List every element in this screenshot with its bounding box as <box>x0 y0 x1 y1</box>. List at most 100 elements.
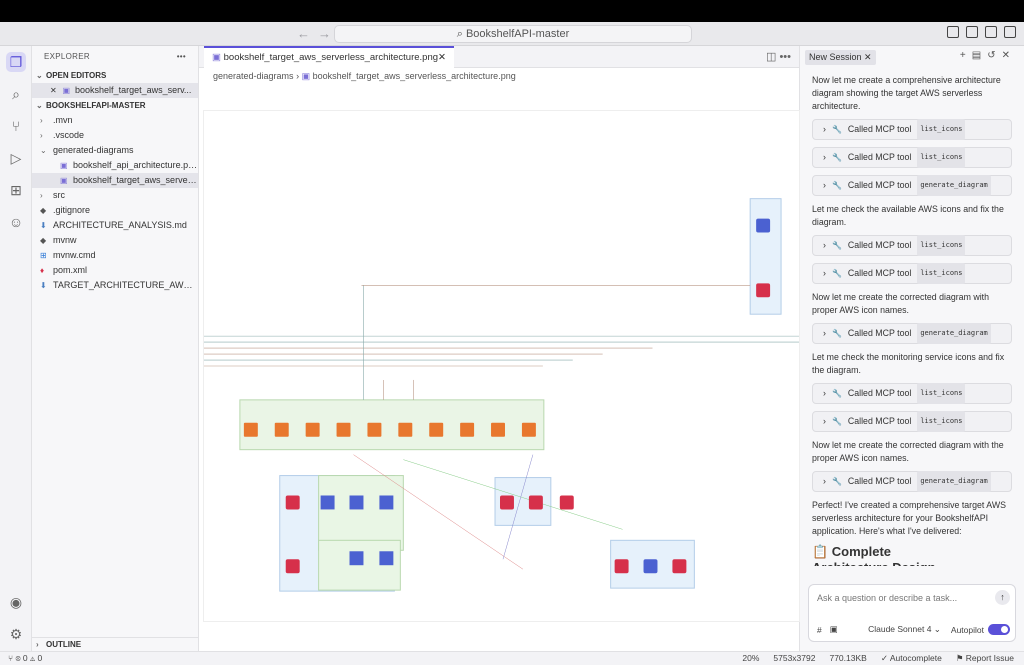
tool-call-label: Called MCP tool <box>847 240 912 250</box>
image-file-icon: ▣ <box>301 71 313 81</box>
image-file-icon: ▣ <box>212 52 224 63</box>
open-editors-section[interactable]: ⌄OPEN EDITORS <box>32 68 198 83</box>
security-service-icon <box>559 495 574 510</box>
editor-area: ▣ bookshelf_target_aws_serverless_archit… <box>199 46 800 651</box>
tree-item[interactable]: ⊞mvnw.cmd <box>32 248 198 263</box>
diagram-connector <box>403 459 623 530</box>
close-icon[interactable]: ✕ <box>864 52 872 62</box>
tool-name: list_icons <box>917 235 966 256</box>
customize-layout-icon[interactable] <box>1004 26 1016 38</box>
chat-message: Perfect! I've created a comprehensive ta… <box>812 500 1006 536</box>
more-actions-icon[interactable]: ••• <box>779 51 791 63</box>
tree-item-label: bookshelf_api_architecture.png <box>73 160 198 170</box>
file-tree: ›.mvn›.vscode⌄generated-diagrams▣bookshe… <box>32 113 198 293</box>
source-control-icon[interactable]: ⑂ <box>11 118 21 134</box>
report-issue[interactable]: ⚑ Report Issue <box>956 653 1014 664</box>
tool-name: list_icons <box>917 411 966 432</box>
toggle-panel-icon[interactable] <box>966 26 978 38</box>
send-button[interactable]: ↑ <box>995 590 1010 605</box>
toggle-sidebar-icon[interactable] <box>947 26 959 38</box>
monitoring-icon <box>643 559 658 574</box>
security-service-icon <box>500 495 514 510</box>
explorer-icon[interactable]: ❐ <box>6 52 26 72</box>
wrench-icon: 🔧 <box>831 329 842 338</box>
more-actions-icon[interactable]: ••• <box>176 52 186 61</box>
model-selector[interactable]: Claude Sonnet 4 ⌄ <box>868 624 941 634</box>
image-preview[interactable] <box>203 110 800 622</box>
session-tab[interactable]: New Session ✕ <box>805 50 876 65</box>
autopilot-toggle[interactable] <box>988 624 1010 635</box>
editor-tabbar: ▣ bookshelf_target_aws_serverless_archit… <box>199 46 799 68</box>
tree-item[interactable]: ›src <box>32 188 198 203</box>
tree-item[interactable]: ⬇TARGET_ARCHITECTURE_AWS_... <box>32 278 198 293</box>
breadcrumb-folder[interactable]: generated-diagrams <box>213 71 294 81</box>
breadcrumb-file[interactable]: bookshelf_target_aws_serverless_architec… <box>312 71 516 81</box>
file-file-icon: ◆ <box>40 206 47 215</box>
history-icon[interactable]: ↺ <box>987 50 1002 61</box>
chat-message: Let me check the available AWS icons and… <box>812 204 1004 227</box>
plus-icon[interactable]: + <box>959 50 972 61</box>
open-editor-item[interactable]: ✕ ▣ bookshelf_target_aws_serv... <box>32 83 198 98</box>
close-icon[interactable]: ✕ <box>438 52 446 63</box>
context-hash-icon[interactable]: # <box>817 624 822 635</box>
outline-section[interactable]: ›OUTLINE <box>32 637 199 651</box>
tree-item[interactable]: ▣bookshelf_api_architecture.png <box>32 158 198 173</box>
chevron-right-icon: › <box>40 191 43 200</box>
activity-bar: ❐ ⌕ ⑂ ▷ ⊞ ☺ ◉ ⚙ <box>0 46 32 651</box>
close-icon[interactable]: ✕ <box>50 86 57 95</box>
security-service-icon <box>672 559 687 574</box>
tree-item[interactable]: ⌄generated-diagrams <box>32 143 198 158</box>
editor-tab[interactable]: ▣ bookshelf_target_aws_serverless_archit… <box>204 46 454 68</box>
lambda-icon <box>336 422 351 437</box>
lambda-icon <box>274 422 289 437</box>
chat-input-box[interactable]: Ask a question or describe a task... ↑ #… <box>808 584 1016 642</box>
tree-item[interactable]: ›.vscode <box>32 128 198 143</box>
image-file-icon: ▣ <box>62 86 71 95</box>
tree-item-label: ARCHITECTURE_ANALYSIS.md <box>53 220 187 230</box>
chat-agent-icon[interactable]: ☺ <box>8 214 24 230</box>
command-center[interactable]: ⌕ BookshelfAPI-master <box>334 25 692 43</box>
extensions-icon[interactable]: ⊞ <box>10 182 22 198</box>
history-list-icon[interactable]: ▤ <box>971 50 988 61</box>
chat-message: Now let me create a comprehensive archit… <box>812 75 1001 111</box>
tree-item[interactable]: ◆mvnw <box>32 233 198 248</box>
run-debug-icon[interactable]: ▷ <box>10 150 22 166</box>
autocomplete-status[interactable]: ✓ Autocomplete <box>880 653 942 663</box>
tree-item[interactable]: ◆.gitignore <box>32 203 198 218</box>
toggle-secondary-sidebar-icon[interactable] <box>985 26 997 38</box>
tool-name: list_icons <box>917 263 966 284</box>
lambda-icon <box>398 422 413 437</box>
search-icon[interactable]: ⌕ <box>12 86 20 102</box>
tool-call-label: Called MCP tool <box>847 328 912 338</box>
close-icon[interactable]: ✕ <box>1001 50 1016 61</box>
tree-item[interactable]: ›.mvn <box>32 113 198 128</box>
tree-item[interactable]: ⬇ARCHITECTURE_ANALYSIS.md <box>32 218 198 233</box>
branch-icon: ⑂ <box>8 653 16 663</box>
split-editor-icon[interactable]: ◫ <box>765 51 777 63</box>
open-editors-label: OPEN EDITORS <box>46 71 107 80</box>
chevron-right-icon: › <box>40 131 43 140</box>
account-icon[interactable]: ◉ <box>9 594 23 610</box>
breadcrumb: generated-diagrams › ▣ bookshelf_target_… <box>199 68 799 86</box>
image-attach-icon[interactable]: ▣ <box>829 624 838 634</box>
status-problems[interactable]: ⑂ ⊗ 0 ⚠ 0 <box>8 653 42 663</box>
problems-count: ⊗ 0 ⚠ 0 <box>15 653 43 663</box>
image-file-icon: ▣ <box>60 176 68 185</box>
project-section[interactable]: ⌄BOOKSHELFAPI-MASTER <box>32 98 198 113</box>
tree-item[interactable]: ▣bookshelf_target_aws_serverle... <box>32 173 198 188</box>
chat-input-placeholder[interactable]: Ask a question or describe a task... <box>817 593 958 603</box>
autopilot-label: Autopilot <box>950 624 984 635</box>
gear-icon[interactable]: ⚙ <box>9 626 23 642</box>
zoom-level[interactable]: 20% <box>742 653 760 663</box>
tree-item[interactable]: ♦pom.xml <box>32 263 198 278</box>
nav-arrows[interactable]: ←→ <box>297 26 339 41</box>
